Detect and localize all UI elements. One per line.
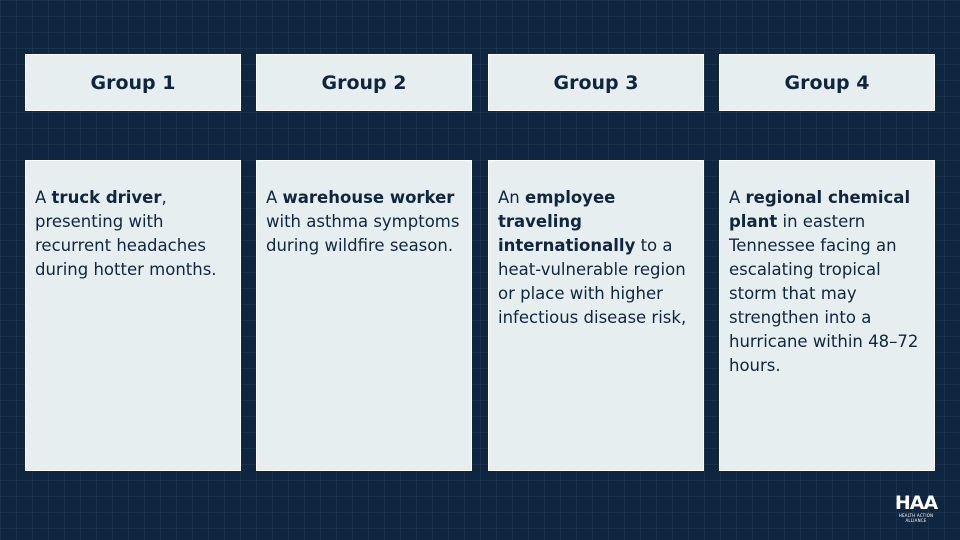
segment: with asthma symptoms during wildfire sea… <box>266 212 460 255</box>
segment: A <box>35 188 52 207</box>
segment: A <box>729 188 746 207</box>
group-4-title: Group 4 <box>784 71 870 94</box>
logo-mark: HAA <box>894 492 938 514</box>
group-2-description: A warehouse worker with asthma symptoms … <box>256 160 472 471</box>
group-4-description: A regional chemical plant in eastern Ten… <box>719 160 935 471</box>
group-2-header: Group 2 <box>256 54 472 111</box>
group-3-title: Group 3 <box>553 71 639 94</box>
segment: to a heat-vulnerable region or place wit… <box>498 236 687 327</box>
group-1-description: A truck driver, presenting with recurren… <box>25 160 241 471</box>
segment-bold: warehouse worker <box>282 188 455 207</box>
group-3-header: Group 3 <box>488 54 704 111</box>
group-2-title: Group 2 <box>321 71 407 94</box>
group-1-header: Group 1 <box>25 54 241 111</box>
logo-line-2: ALLIANCE <box>905 518 927 523</box>
health-action-alliance-logo: HAA HEALTH ACTION ALLIANCE <box>894 492 938 524</box>
segment-bold: regional chemical plant <box>729 188 911 231</box>
segment: in eastern Tennessee facing an escalatin… <box>729 212 919 375</box>
segment: An <box>498 188 525 207</box>
group-3-description: An employee traveling internationally to… <box>488 160 704 471</box>
group-4-header: Group 4 <box>719 54 935 111</box>
segment: , presenting with recurrent headaches du… <box>35 188 217 279</box>
segment: A <box>266 188 283 207</box>
segment-bold: employee traveling internationally <box>498 188 636 255</box>
group-1-title: Group 1 <box>90 71 176 94</box>
segment-bold: truck driver <box>51 188 162 207</box>
logo-line-1: HEALTH ACTION <box>898 513 934 518</box>
